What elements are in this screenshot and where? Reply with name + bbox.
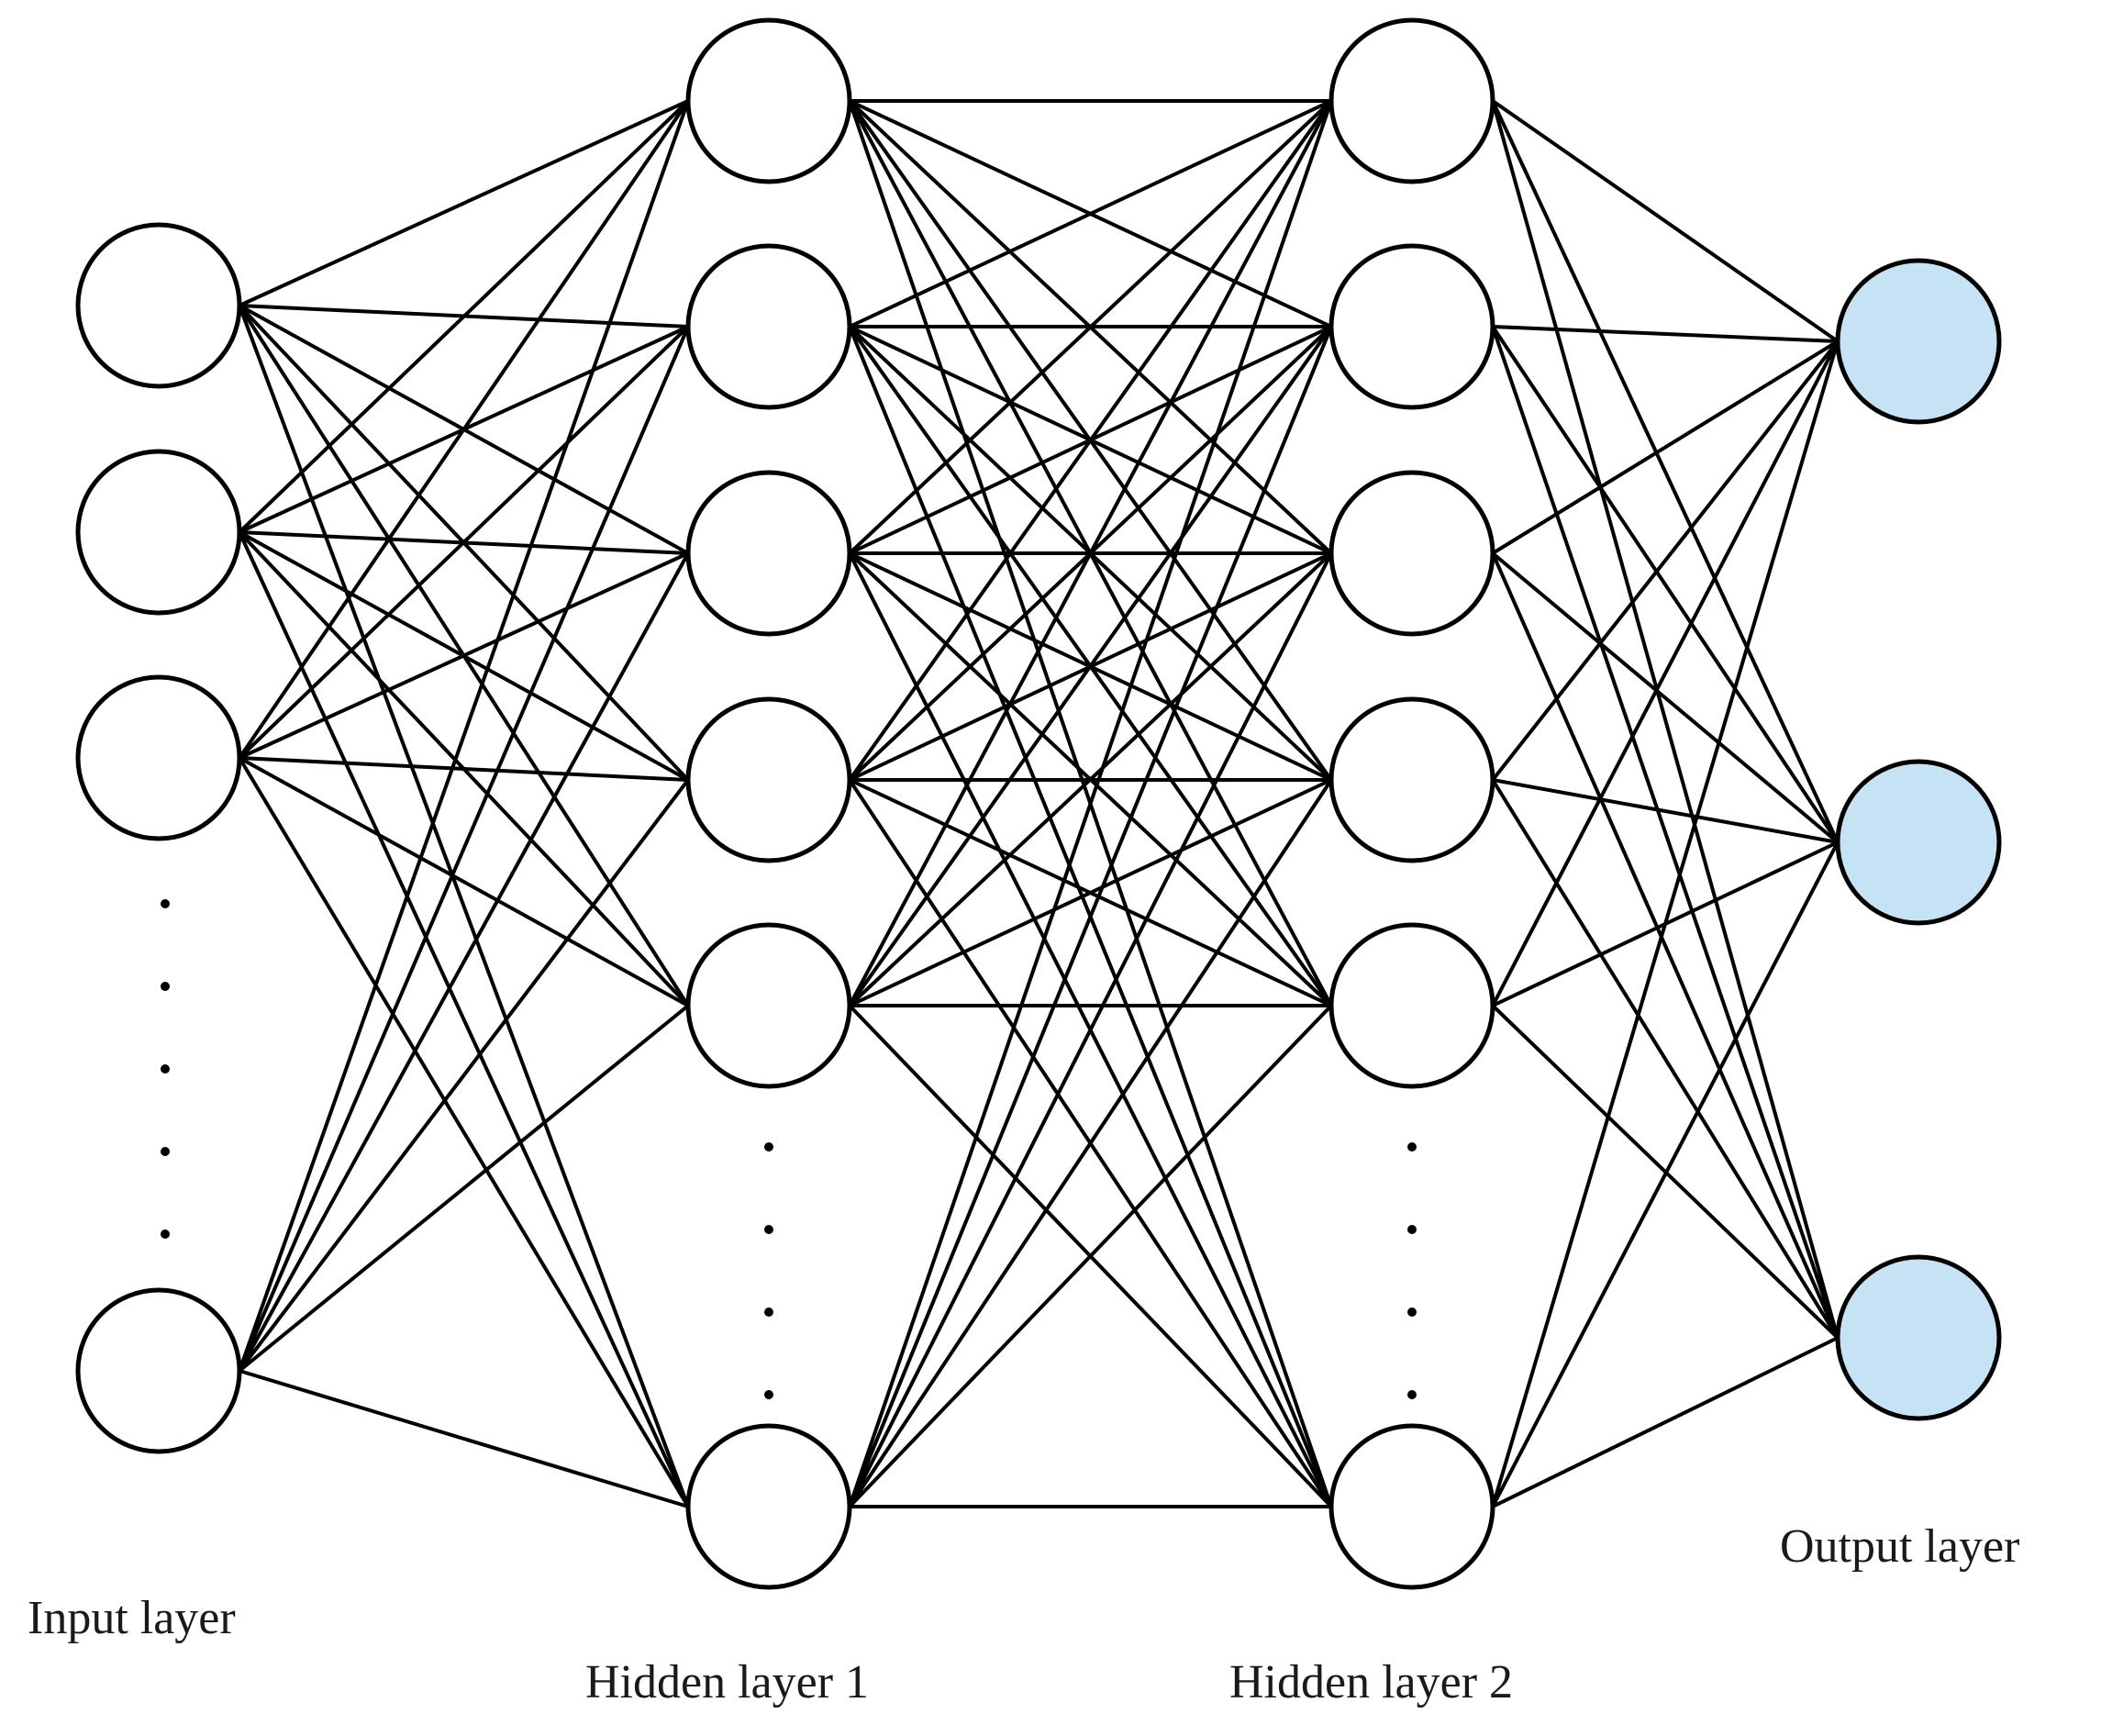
hidden2-node-6 [1328, 1423, 1495, 1590]
edge-hidden2-2-to-output-3 [1491, 326, 1840, 1339]
edge-hidden1-2-to-hidden2-1 [849, 99, 1332, 328]
edge-hidden2-3-to-output-3 [1491, 552, 1840, 1339]
edge-hidden1-6-to-hidden2-2 [848, 326, 1333, 1508]
hidden2-node-4 [1328, 696, 1495, 863]
output-node-2 [1835, 759, 2002, 926]
output-node-1 [1835, 258, 2002, 425]
hidden1-node-1 [685, 17, 852, 184]
edge-hidden1-6-to-hidden2-1 [848, 100, 1333, 1508]
hidden1-node-3 [685, 470, 852, 637]
input-node-3 [75, 674, 242, 841]
edge-hidden2-1-to-output-3 [1491, 100, 1840, 1339]
edge-input-1-to-hidden1-6 [238, 305, 690, 1508]
edge-hidden2-3-to-output-1 [1491, 339, 1840, 555]
edge-hidden2-6-to-output-3 [1492, 1336, 1839, 1508]
hidden2-node-2 [1328, 243, 1495, 410]
hidden1-ellipsis-dot-4 [764, 1390, 773, 1399]
edge-input-4-to-hidden1-4 [238, 778, 690, 1373]
edge-hidden1-5-to-hidden2-2 [848, 325, 1333, 1007]
edge-hidden1-3-to-hidden2-1 [848, 99, 1333, 555]
hidden2-ellipsis-dot-1 [1407, 1142, 1417, 1152]
edge-hidden2-4-to-output-2 [1492, 778, 1839, 844]
input-layer-label: Input layer [28, 1592, 236, 1644]
input-ellipsis-dot-2 [161, 982, 170, 991]
edge-hidden2-2-to-output-2 [1491, 325, 1840, 844]
hidden1-node-2 [685, 243, 852, 410]
input-node-4 [75, 1287, 242, 1454]
connection-edges [238, 99, 1840, 1508]
hidden1-ellipsis-dot-1 [764, 1142, 773, 1152]
edge-input-2-to-hidden1-6 [238, 531, 690, 1508]
hidden2-ellipsis-dot-4 [1407, 1390, 1417, 1399]
edge-input-4-to-hidden1-2 [238, 326, 690, 1372]
edge-hidden2-6-to-output-1 [1491, 340, 1840, 1508]
edge-hidden1-6-to-hidden2-4 [848, 778, 1333, 1508]
input-ellipsis-dot-3 [161, 1064, 170, 1074]
hidden2-node-1 [1328, 17, 1495, 184]
output-node-3 [1835, 1254, 2002, 1421]
hidden1-node-5 [685, 922, 852, 1089]
edge-input-4-to-hidden1-1 [238, 100, 690, 1372]
edge-hidden1-6-to-hidden2-5 [848, 1004, 1333, 1508]
hidden-layer-2-label: Hidden layer 2 [1229, 1656, 1514, 1708]
edge-hidden2-6-to-output-2 [1491, 841, 1840, 1508]
edge-input-3-to-hidden1-6 [238, 756, 690, 1508]
edge-input-3-to-hidden1-2 [238, 325, 690, 760]
hidden1-ellipsis-dot-3 [764, 1308, 773, 1317]
neuron-nodes [75, 17, 2002, 1590]
ellipsis-dots [161, 899, 1417, 1399]
edge-hidden1-5-to-hidden2-4 [849, 778, 1332, 1007]
edge-input-3-to-hidden1-3 [239, 551, 689, 760]
edge-input-3-to-hidden1-4 [239, 756, 689, 782]
edge-hidden2-4-to-output-1 [1491, 339, 1840, 782]
edge-input-3-to-hidden1-5 [239, 756, 689, 1007]
edge-hidden1-4-to-hidden2-1 [848, 99, 1333, 782]
edge-input-4-to-hidden1-5 [238, 1004, 690, 1373]
edge-hidden2-2-to-output-1 [1492, 325, 1839, 343]
hidden1-node-4 [685, 696, 852, 863]
edge-input-2-to-hidden1-1 [238, 99, 690, 534]
edge-input-1-to-hidden1-1 [239, 99, 689, 307]
edge-hidden1-6-to-hidden2-3 [848, 552, 1333, 1508]
edge-hidden2-5-to-output-1 [1491, 340, 1840, 1007]
edge-hidden2-1-to-output-2 [1491, 100, 1840, 843]
edge-hidden2-3-to-output-2 [1491, 551, 1840, 844]
edge-hidden2-4-to-output-3 [1491, 778, 1840, 1340]
hidden-layer-1-label: Hidden layer 1 [585, 1656, 870, 1708]
hidden2-ellipsis-dot-2 [1407, 1225, 1417, 1234]
hidden2-node-5 [1328, 922, 1495, 1089]
edge-input-4-to-hidden1-3 [238, 552, 690, 1372]
hidden2-ellipsis-dot-3 [1407, 1308, 1417, 1317]
input-ellipsis-dot-1 [161, 899, 170, 908]
hidden2-node-3 [1328, 470, 1495, 637]
input-node-1 [75, 222, 242, 389]
edge-hidden1-5-to-hidden2-3 [848, 551, 1333, 1007]
hidden1-ellipsis-dot-2 [764, 1225, 773, 1234]
edge-input-3-to-hidden1-1 [238, 99, 690, 760]
edge-hidden1-5-to-hidden2-1 [848, 100, 1333, 1007]
edge-input-4-to-hidden1-6 [239, 1369, 689, 1508]
output-layer-label: Output layer [1780, 1520, 2020, 1573]
hidden1-node-6 [685, 1423, 852, 1590]
input-ellipsis-dot-4 [161, 1147, 170, 1156]
edge-hidden2-1-to-output-1 [1491, 99, 1840, 343]
input-ellipsis-dot-5 [161, 1230, 170, 1239]
input-node-2 [75, 449, 242, 616]
